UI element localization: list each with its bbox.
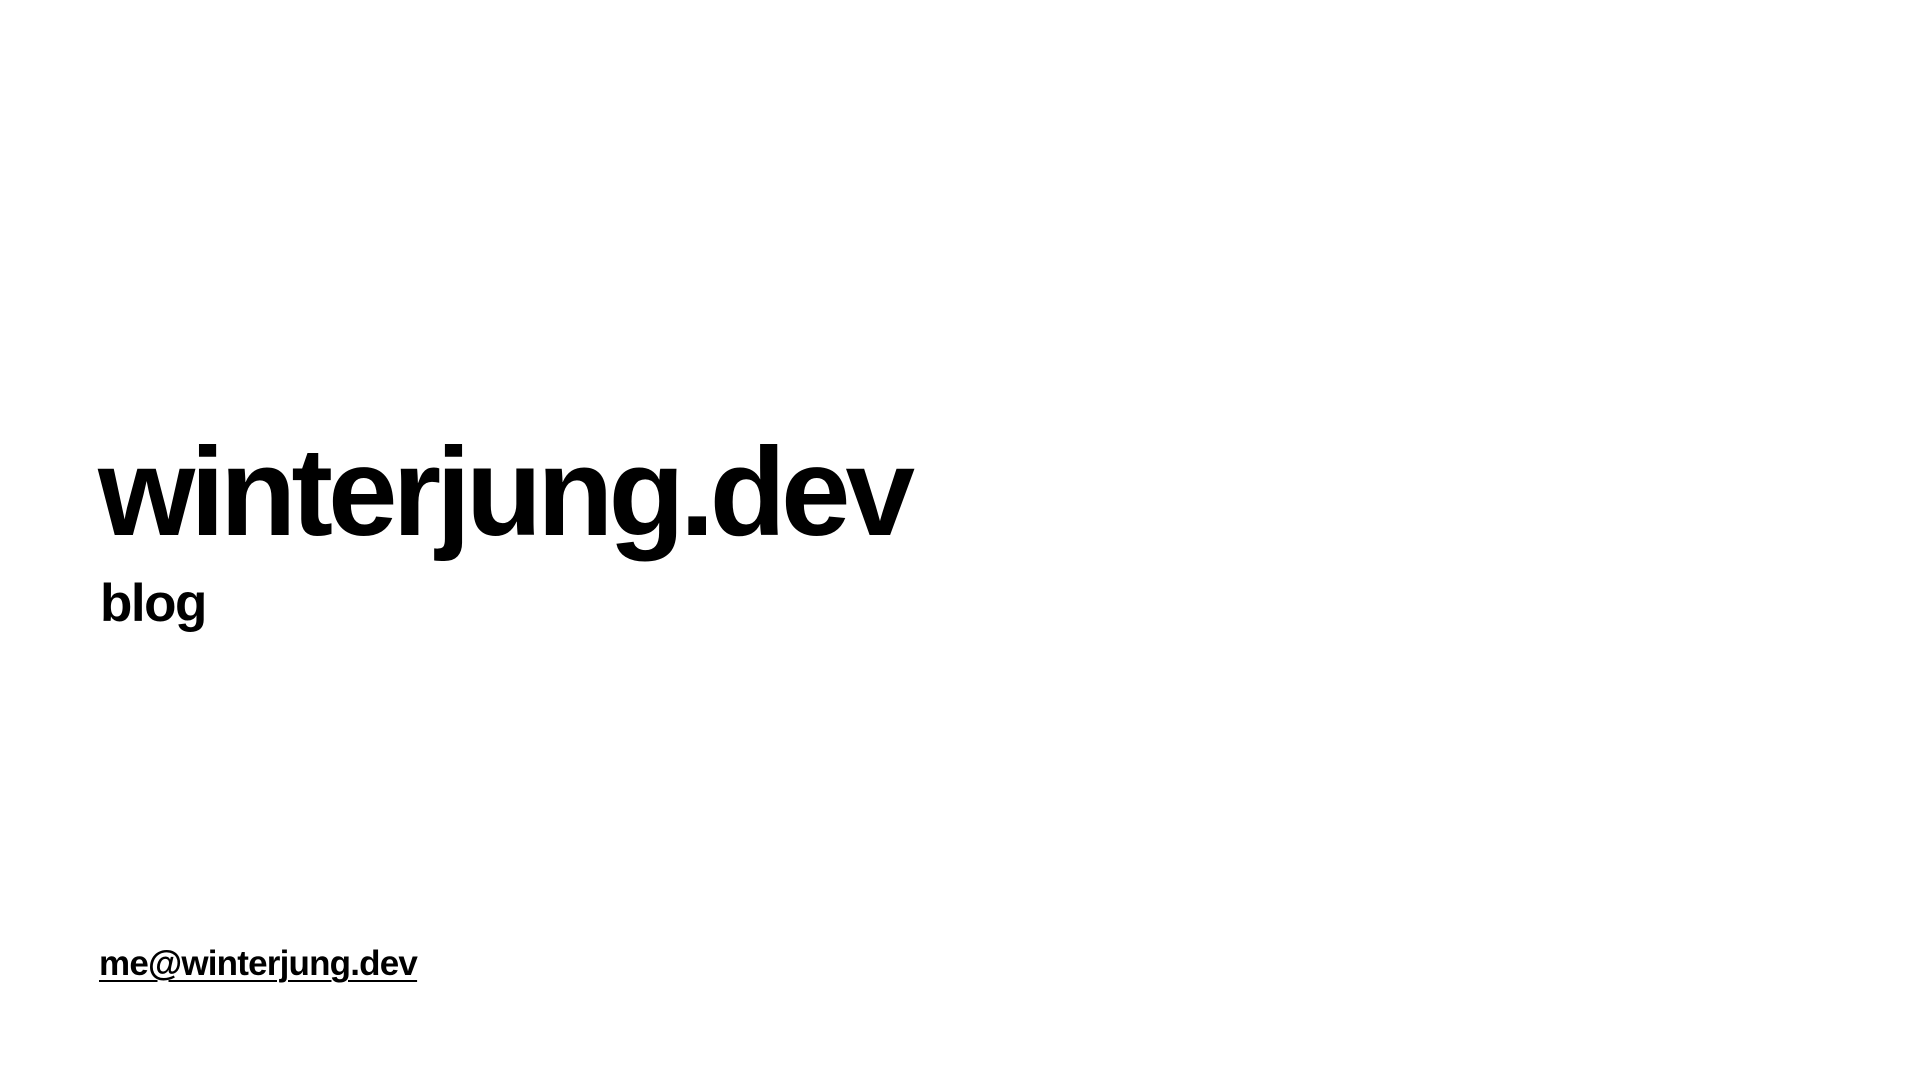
hero-section: winterjung.dev blog [98, 423, 915, 633]
site-title: winterjung.dev [98, 423, 915, 562]
site-subtitle: blog [100, 574, 207, 633]
contact-email-link[interactable]: me@winterjung.dev [99, 944, 418, 983]
